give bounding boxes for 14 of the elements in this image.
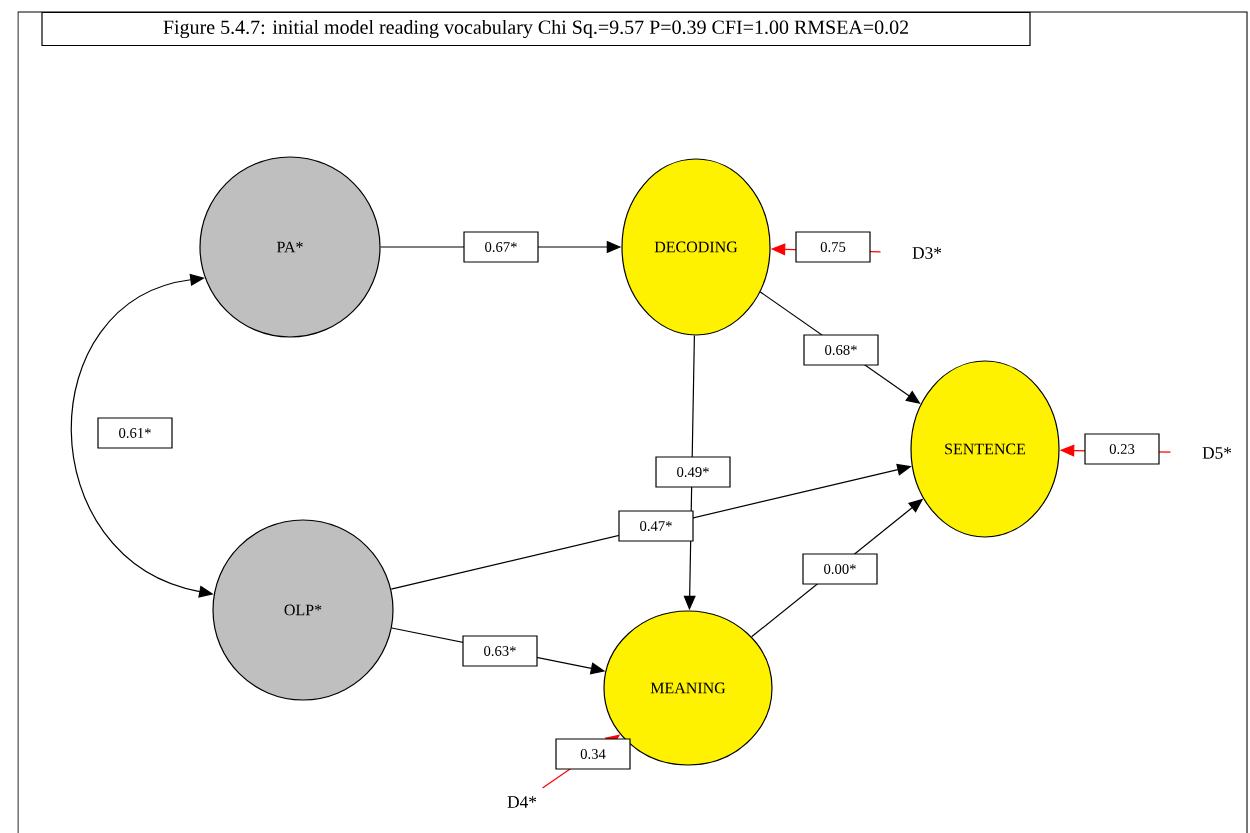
edge-label: 0.49* [655,456,731,488]
edge-label: 0.23 [1084,433,1160,465]
edge-label: 0.63* [462,635,538,667]
edge-label: 0.68* [803,334,879,366]
edge-label: 0.75 [795,231,871,263]
edge-label: 0.61* [97,417,173,449]
edge-label: 0.67* [463,231,539,263]
edge-label: 0.47* [618,510,694,542]
disturbance-label: D4* [507,796,537,808]
disturbance-label: D5* [1202,447,1232,459]
edge-label: 0.00* [802,553,878,585]
disturbance-label: D3* [912,247,942,259]
edge-label: 0.34 [555,738,631,770]
title-box: Figure 5.4.7: initial model reading vocabulary Chi Sq.=9.57 P=0.39 CFI=1.00 RMSEA=0.02 [41,11,1031,47]
